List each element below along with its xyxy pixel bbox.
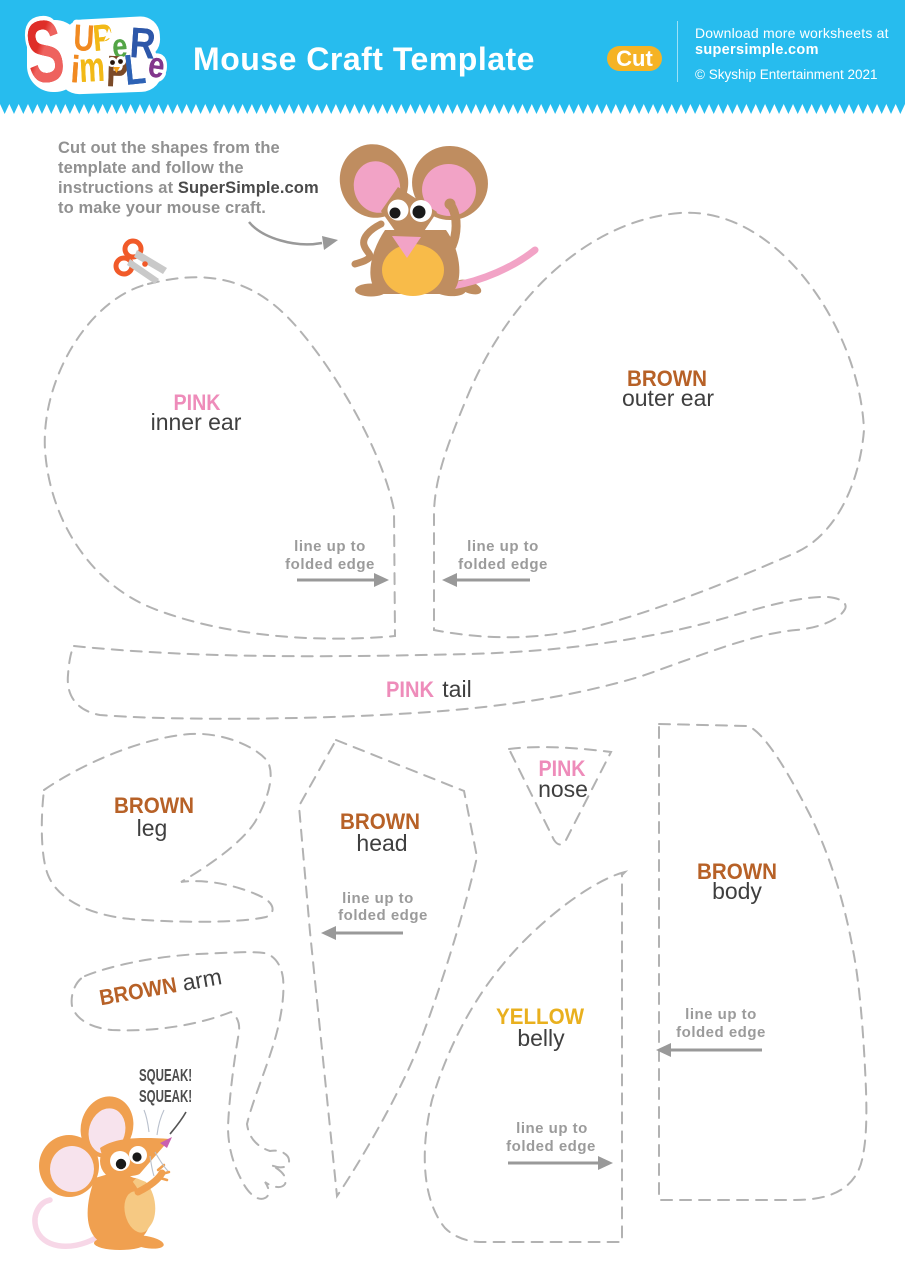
svg-text:head: head — [356, 830, 407, 856]
svg-text:e: e — [111, 26, 129, 66]
svg-text:PINK: PINK — [539, 756, 586, 781]
svg-text:inner ear: inner ear — [151, 409, 242, 435]
svg-text:line up to: line up to — [294, 538, 366, 555]
svg-text:line up to: line up to — [342, 890, 414, 907]
svg-text:nose: nose — [538, 776, 588, 802]
svg-text:BROWN: BROWN — [97, 972, 178, 1010]
svg-text:SQUEAK!: SQUEAK! — [139, 1087, 192, 1107]
svg-text:BROWN: BROWN — [114, 793, 194, 818]
svg-text:line up to: line up to — [467, 538, 539, 555]
svg-text:tail: tail — [442, 676, 471, 702]
svg-text:R: R — [128, 19, 157, 69]
svg-text:folded edge: folded edge — [506, 1138, 596, 1155]
svg-text:leg: leg — [137, 815, 168, 841]
svg-text:PINK: PINK — [386, 677, 434, 702]
svg-text:belly: belly — [517, 1025, 565, 1051]
svg-text:L: L — [122, 45, 148, 94]
svg-text:arm: arm — [180, 963, 224, 995]
svg-text:e: e — [146, 43, 168, 86]
svg-text:i: i — [69, 49, 81, 92]
svg-text:PINK: PINK — [174, 390, 221, 415]
svg-text:m: m — [78, 42, 106, 91]
svg-text:folded edge: folded edge — [458, 556, 548, 573]
svg-text:folded edge: folded edge — [338, 907, 428, 924]
svg-text:P: P — [91, 17, 114, 59]
svg-text:body: body — [712, 878, 762, 904]
svg-text:outer ear: outer ear — [622, 385, 714, 411]
svg-text:folded edge: folded edge — [676, 1024, 766, 1041]
svg-text:BROWN: BROWN — [697, 859, 777, 884]
svg-text:folded edge: folded edge — [285, 556, 375, 573]
svg-text:U: U — [73, 16, 96, 58]
svg-text:line up to: line up to — [685, 1006, 757, 1023]
svg-text:BROWN: BROWN — [340, 809, 420, 834]
svg-text:line up to: line up to — [516, 1120, 588, 1137]
svg-text:YELLOW: YELLOW — [496, 1004, 584, 1029]
svg-text:SQUEAK!: SQUEAK! — [139, 1066, 192, 1086]
svg-text:BROWN: BROWN — [627, 366, 707, 391]
